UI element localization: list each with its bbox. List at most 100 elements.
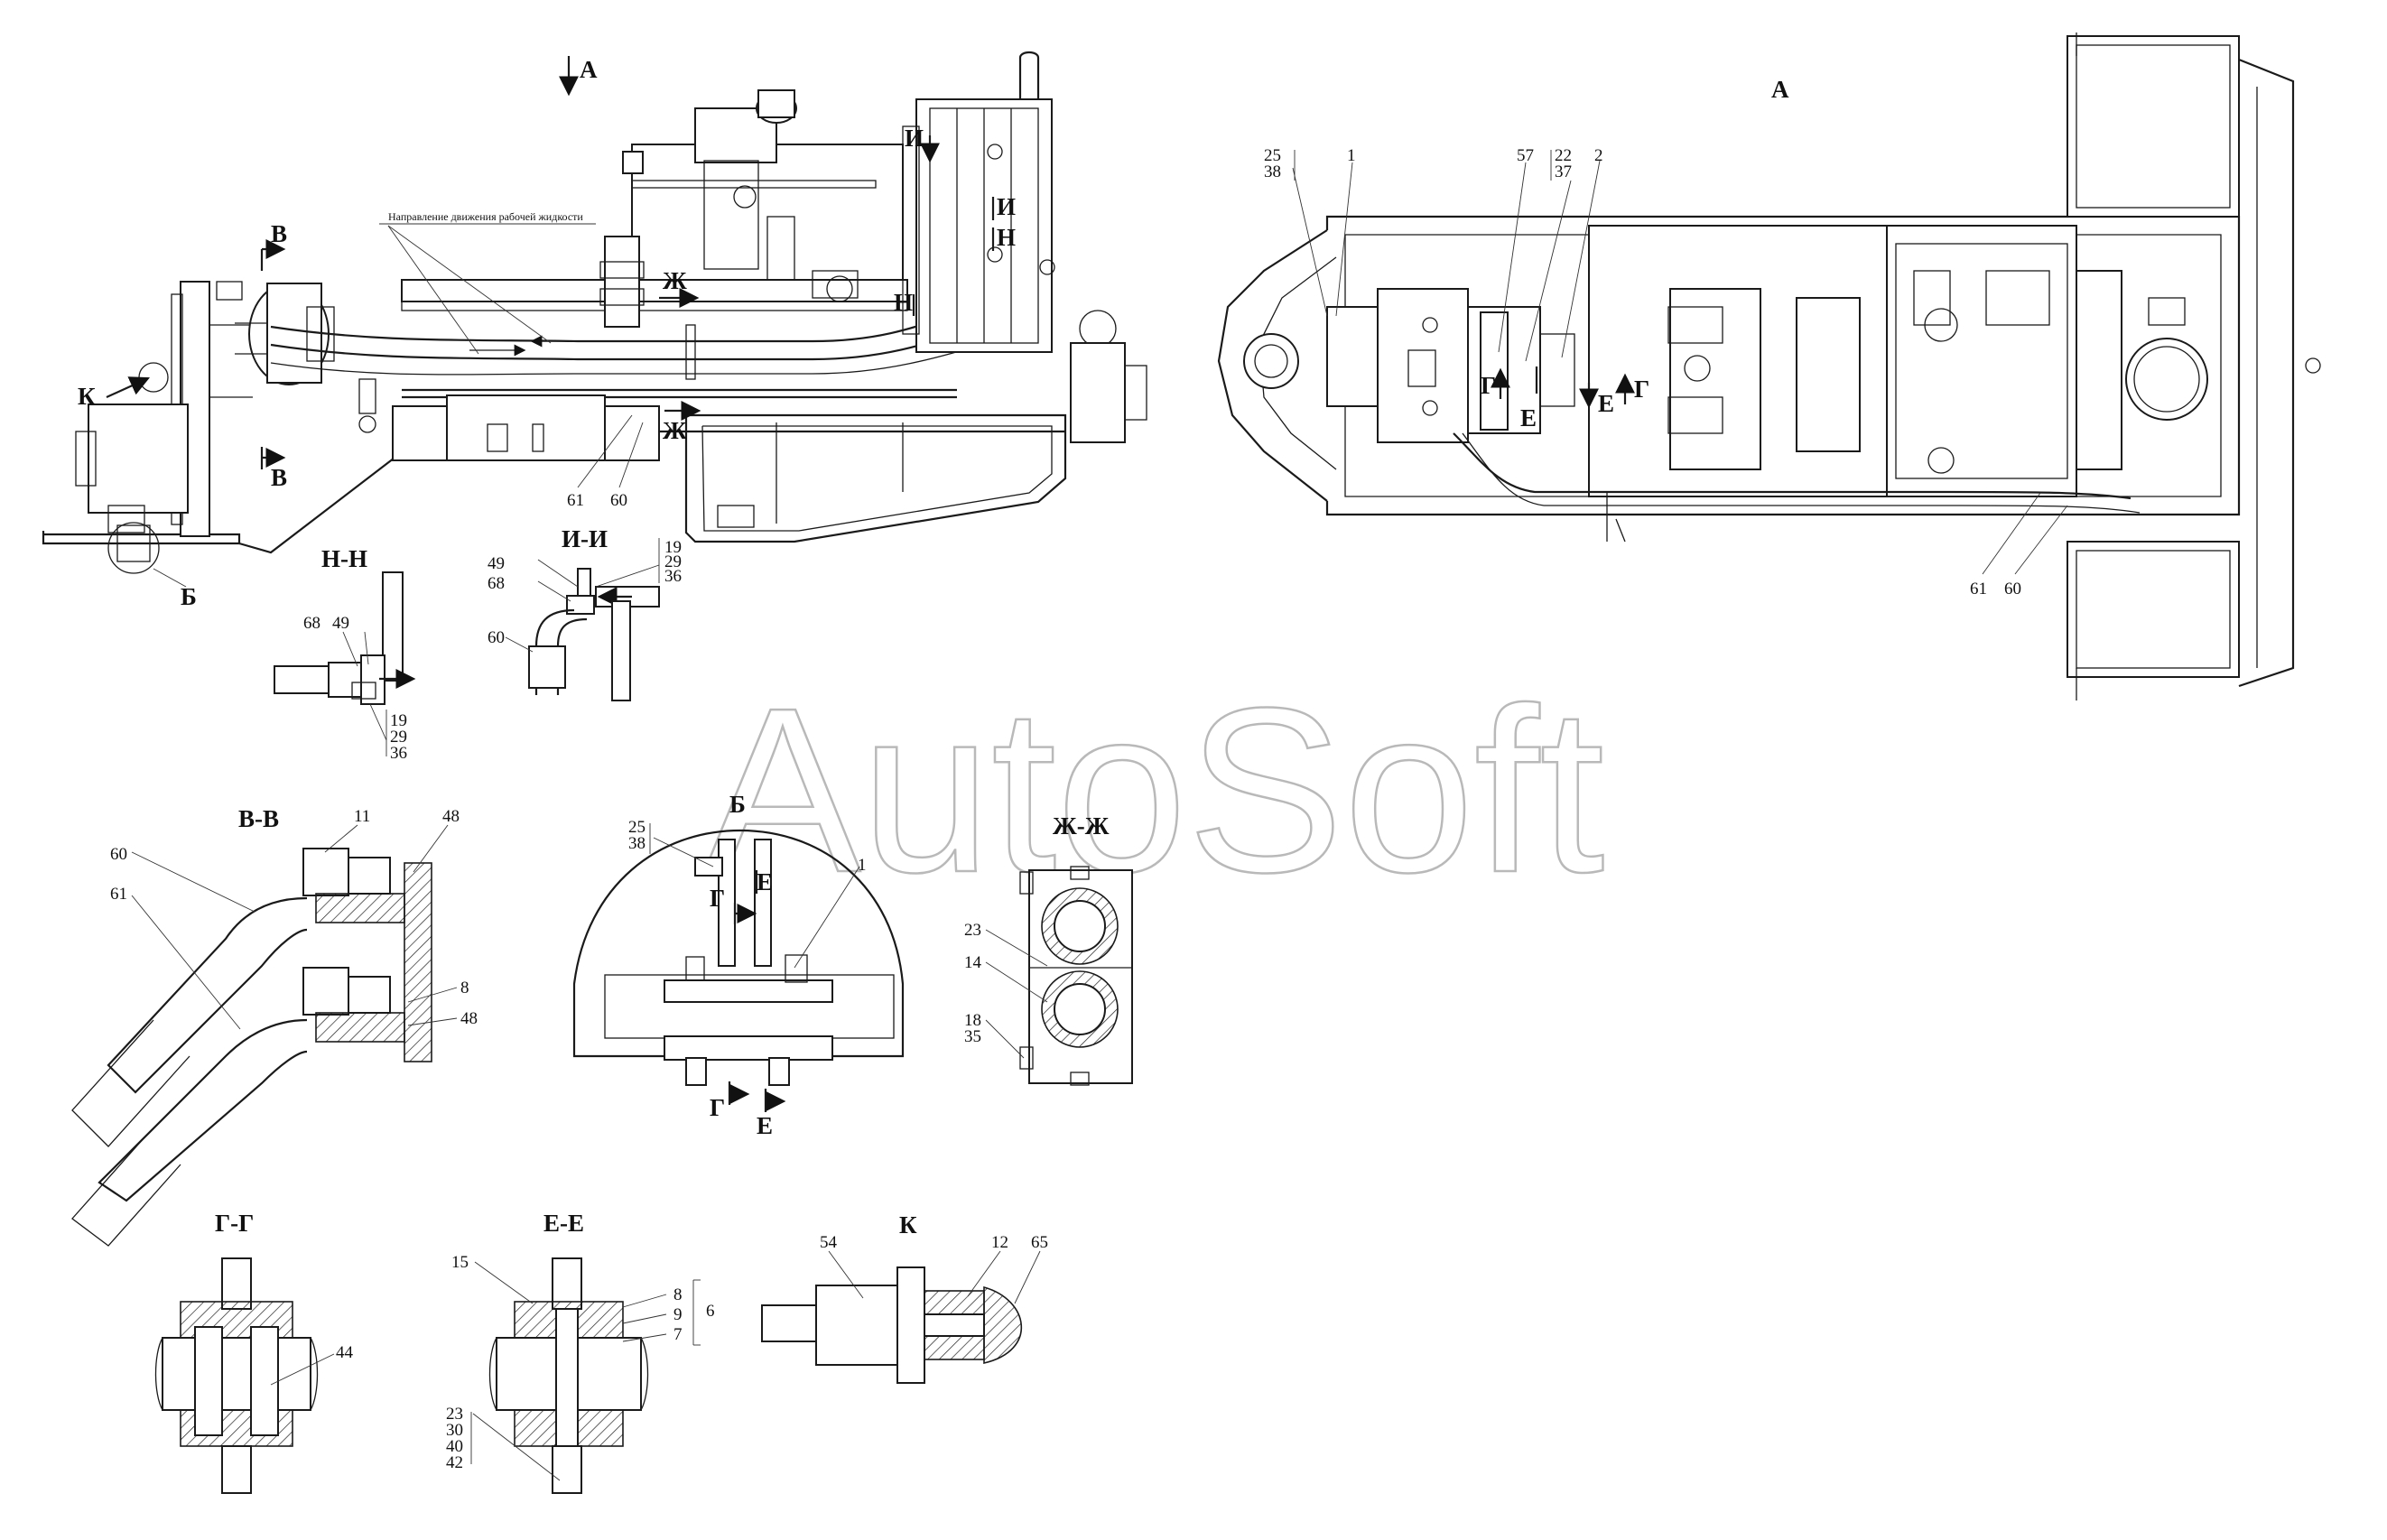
label-1: 1 <box>1347 146 1356 165</box>
svg-text:65: 65 <box>1031 1233 1048 1252</box>
svg-text:Ж: Ж <box>663 417 687 444</box>
view-a-marker-g-2: Г <box>1615 373 1649 404</box>
svg-text:12: 12 <box>991 1233 1008 1252</box>
section-hh: Н-Н 68 49 19 29 36 <box>274 545 416 763</box>
svg-text:49: 49 <box>488 554 505 573</box>
svg-text:60: 60 <box>488 628 505 647</box>
svg-text:11: 11 <box>354 807 370 826</box>
svg-text:68: 68 <box>303 614 320 633</box>
svg-text:19: 19 <box>390 711 407 730</box>
svg-text:68: 68 <box>488 574 505 593</box>
svg-text:36: 36 <box>390 744 407 763</box>
label-37: 37 <box>1555 162 1572 181</box>
section-marker-v-top: В <box>260 220 287 271</box>
section-marker-zh-bottom: Ж <box>663 401 701 444</box>
svg-text:1: 1 <box>858 856 867 875</box>
svg-text:Е: Е <box>757 1112 773 1139</box>
svg-text:Г: Г <box>1481 372 1496 399</box>
svg-text:48: 48 <box>460 1009 478 1028</box>
svg-text:Г: Г <box>710 885 725 912</box>
section-ii: И-И 49 68 60 19 29 36 <box>488 525 682 701</box>
section-marker-n-low: Н <box>894 289 915 316</box>
section-gg-title: Г-Г <box>215 1210 254 1237</box>
section-marker-zh-top: Ж <box>659 267 700 308</box>
svg-text:8: 8 <box>460 979 469 997</box>
svg-text:61: 61 <box>110 885 127 904</box>
svg-text:8: 8 <box>673 1285 683 1304</box>
watermark-text: AutoSoft <box>704 660 1605 922</box>
svg-text:Е: Е <box>1520 404 1537 431</box>
label-38: 38 <box>1264 162 1281 181</box>
label-2: 2 <box>1594 146 1603 165</box>
view-a-marker-e-2: Е <box>1579 383 1614 417</box>
main-side-view: А Направление дв <box>42 51 1147 610</box>
svg-text:7: 7 <box>673 1325 683 1344</box>
section-marker-i-top: И <box>905 125 940 163</box>
svg-text:В: В <box>271 464 287 491</box>
label-25: 25 <box>1264 146 1281 165</box>
svg-text:14: 14 <box>964 953 982 972</box>
view-a-marker-g-1: Г <box>1481 367 1510 399</box>
svg-text:29: 29 <box>664 552 682 571</box>
svg-text:Н: Н <box>997 224 1016 251</box>
section-vv-title: В-В <box>238 805 279 832</box>
view-a-title: А <box>1771 76 1789 103</box>
view-a-plan: А <box>1217 32 2321 700</box>
svg-text:29: 29 <box>390 728 407 747</box>
label-60-plan: 60 <box>2004 580 2021 598</box>
flow-direction-note: Направление движения рабочей жидкости <box>388 210 583 223</box>
section-ee: Е-Е 15 8 9 7 6 23 30 40 42 <box>446 1210 715 1494</box>
svg-text:23: 23 <box>964 921 981 940</box>
view-a-marker-e-1: Е <box>1520 366 1538 431</box>
label-61-main: 61 <box>567 491 584 510</box>
section-marker-n-mid: Н <box>991 224 1016 251</box>
svg-text:В: В <box>271 220 287 247</box>
svg-text:44: 44 <box>336 1343 354 1362</box>
view-a-marker: А <box>580 56 598 83</box>
svg-text:18: 18 <box>964 1011 981 1030</box>
svg-text:6: 6 <box>706 1302 715 1321</box>
section-marker-b: Б <box>153 568 197 610</box>
section-marker-v-bottom: В <box>260 447 287 491</box>
detail-b-title: Б <box>729 791 746 818</box>
label-60-main: 60 <box>610 491 627 510</box>
svg-text:Г: Г <box>710 1094 725 1121</box>
view-k-title: К <box>899 1211 917 1238</box>
svg-text:9: 9 <box>673 1305 683 1324</box>
section-ii-title: И-И <box>562 525 608 552</box>
svg-text:Ж: Ж <box>663 267 687 294</box>
detail-b: Б Г Е Г Е 25 38 1 <box>572 791 905 1139</box>
svg-text:40: 40 <box>446 1437 463 1456</box>
section-marker-i-mid: И <box>991 193 1016 220</box>
svg-text:И: И <box>997 193 1016 220</box>
svg-text:К: К <box>78 383 96 410</box>
svg-text:60: 60 <box>110 845 127 864</box>
svg-text:Е: Е <box>1598 390 1614 417</box>
svg-text:19: 19 <box>664 538 682 557</box>
svg-text:48: 48 <box>442 807 460 826</box>
svg-text:И: И <box>905 125 924 152</box>
svg-text:38: 38 <box>628 834 646 853</box>
section-vv: В-В 60 61 11 48 8 48 <box>71 805 478 1247</box>
section-zhzh: Ж-Ж 23 14 18 35 <box>964 812 1133 1086</box>
svg-text:42: 42 <box>446 1453 463 1472</box>
svg-text:Н: Н <box>894 289 913 316</box>
section-hh-title: Н-Н <box>321 545 367 572</box>
svg-text:Б: Б <box>181 583 197 610</box>
label-61-plan: 61 <box>1970 580 1987 598</box>
section-ee-title: Е-Е <box>543 1210 584 1237</box>
svg-text:15: 15 <box>451 1253 469 1272</box>
svg-text:23: 23 <box>446 1405 463 1424</box>
label-57: 57 <box>1517 146 1534 165</box>
section-gg: Г-Г 44 <box>154 1210 354 1494</box>
svg-text:Е: Е <box>757 868 773 895</box>
label-22: 22 <box>1555 146 1572 165</box>
section-zhzh-title: Ж-Ж <box>1053 812 1110 840</box>
svg-text:30: 30 <box>446 1421 463 1440</box>
svg-text:35: 35 <box>964 1027 981 1046</box>
svg-text:Г: Г <box>1634 376 1649 403</box>
svg-text:36: 36 <box>664 567 682 586</box>
view-k: К 54 12 65 <box>761 1211 1048 1384</box>
svg-text:25: 25 <box>628 818 646 837</box>
